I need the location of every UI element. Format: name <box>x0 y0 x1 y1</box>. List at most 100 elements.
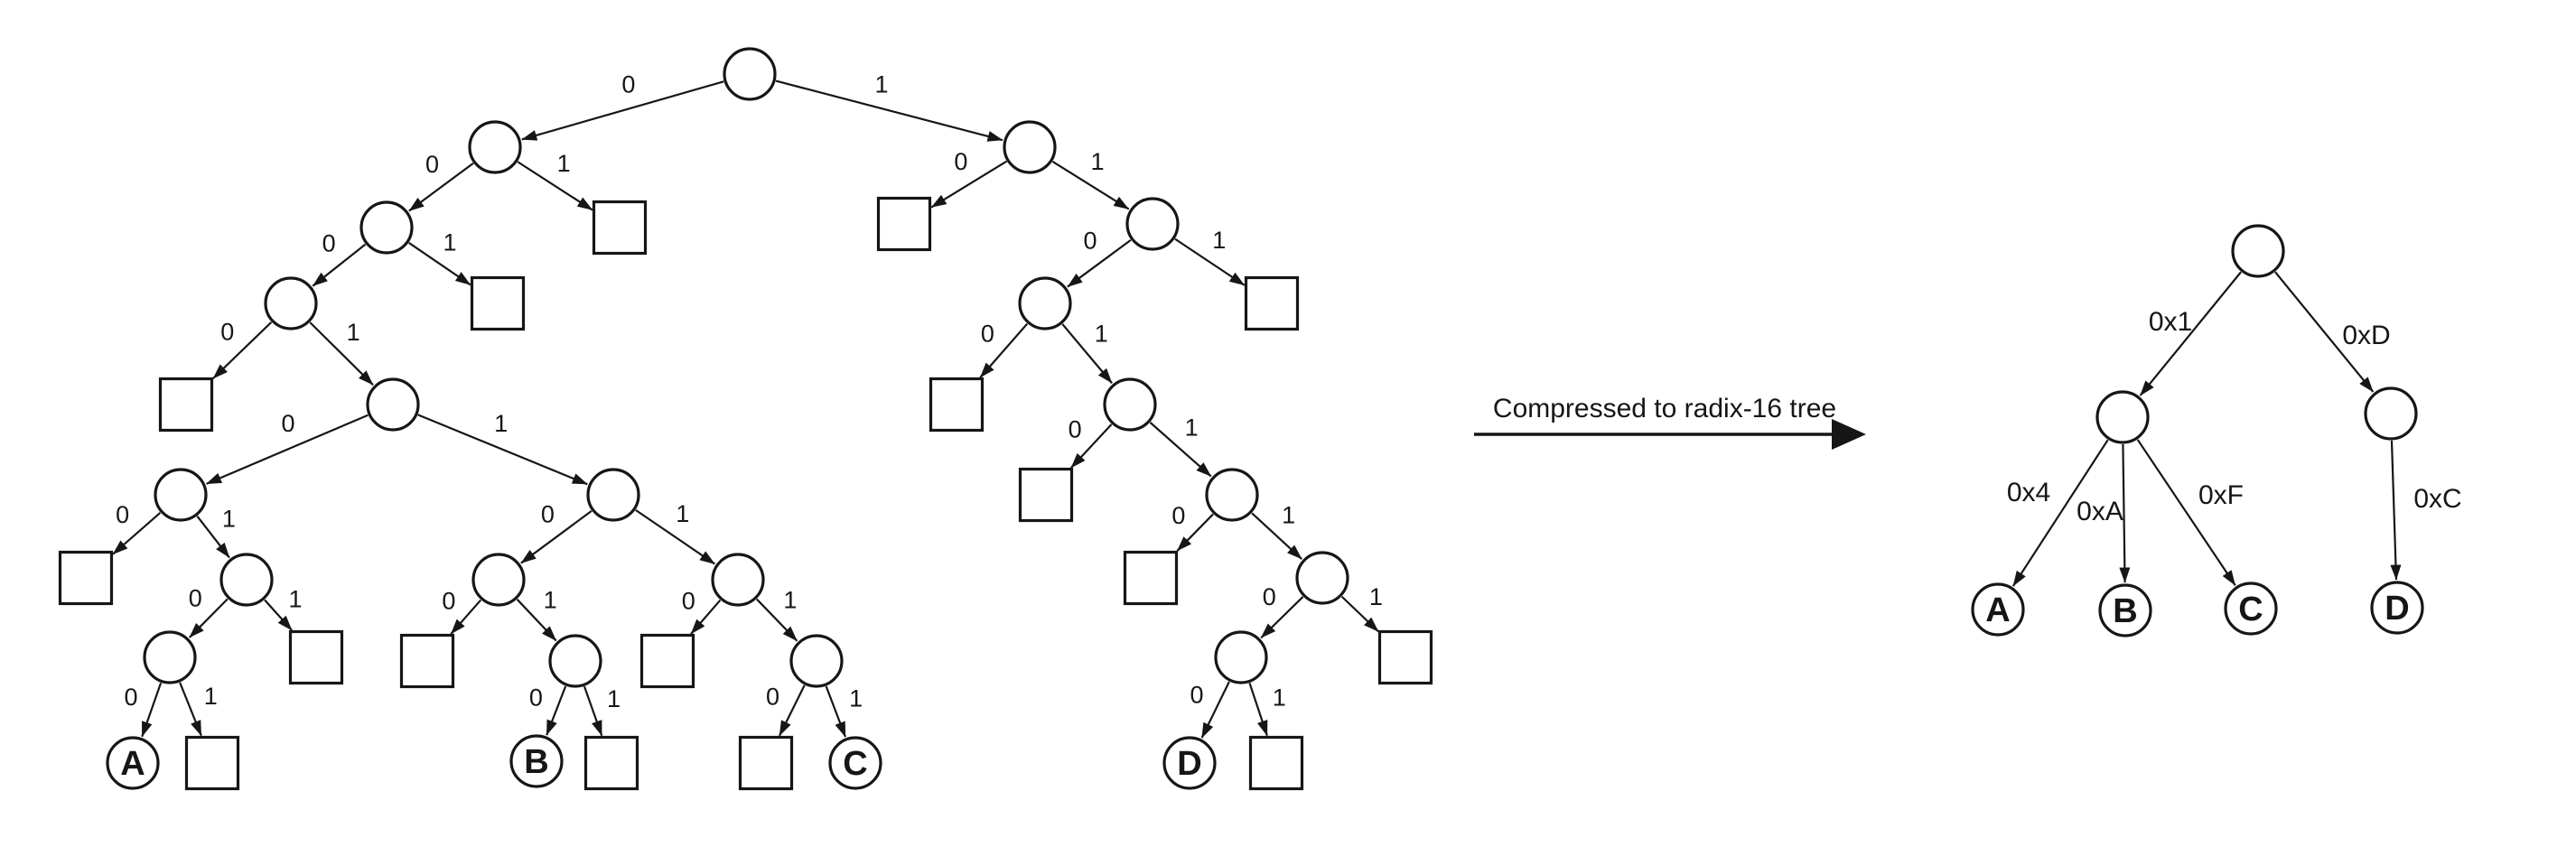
edge-label: 0x4 <box>2007 478 2050 507</box>
tree-edge <box>520 509 593 564</box>
edge-label: 0 <box>124 684 137 711</box>
empty-leaf-square <box>158 377 214 433</box>
tree-edge <box>979 322 1029 378</box>
internal-node <box>143 630 197 684</box>
tree-edge <box>2011 439 2109 587</box>
tree-edge <box>1149 422 1212 478</box>
internal-node <box>1295 551 1349 605</box>
tree-edge <box>417 414 588 486</box>
internal-node <box>1125 197 1180 251</box>
tree-edge <box>1340 595 1379 633</box>
edge-label: 0x1 <box>2149 307 2192 337</box>
tree-edge <box>583 685 603 737</box>
internal-node <box>471 553 526 607</box>
edge-label: 0 <box>529 684 543 712</box>
tree-edge <box>1051 160 1130 210</box>
edge-label: 0 <box>682 587 695 614</box>
edge-label: 0 <box>442 587 455 614</box>
leaf-letter-D: D <box>1177 745 1201 783</box>
tree-edge <box>450 599 482 635</box>
edge-label: 0xA <box>2077 497 2123 526</box>
edge-label: 1 <box>222 505 236 532</box>
tree-edge <box>546 685 567 736</box>
empty-leaf-square <box>288 629 344 685</box>
tree-edge <box>825 685 847 738</box>
leaf-letter-A: A <box>1985 591 2010 629</box>
leaf-node-B <box>2098 583 2152 638</box>
edge-label: 1 <box>676 500 689 527</box>
edge-label: 1 <box>544 587 557 614</box>
edge-label: 0xF <box>2198 480 2244 510</box>
tree-edge <box>516 599 557 642</box>
internal-node <box>2364 386 2418 441</box>
empty-leaf-square <box>1123 550 1179 606</box>
internal-node <box>548 634 602 688</box>
edge-label: 0 <box>282 410 295 437</box>
edge-label: 0 <box>425 151 439 178</box>
leaf-node-A <box>1971 582 2025 637</box>
tree-edge <box>930 160 1007 209</box>
leaf-letter-A: A <box>120 745 145 783</box>
tree-edge <box>264 599 293 631</box>
tree-edge <box>408 162 474 212</box>
empty-leaf-square <box>876 196 932 252</box>
transform-arrow-head <box>1832 419 1866 450</box>
empty-leaf-square <box>1377 629 1433 685</box>
internal-node <box>359 200 414 255</box>
tree-edge <box>141 682 163 738</box>
leaf-node-D <box>2370 581 2424 635</box>
edge-label: 1 <box>1185 414 1199 442</box>
internal-node <box>723 47 777 101</box>
internal-node <box>1214 630 1268 684</box>
tree-edge <box>1200 681 1230 739</box>
edge-label: 0xD <box>2342 321 2390 350</box>
tree-edge <box>517 161 593 211</box>
internal-node <box>2095 390 2150 444</box>
tree-edge <box>1061 323 1113 384</box>
leaf-letter-B: B <box>524 743 548 781</box>
tree-edge <box>1174 237 1246 286</box>
tree-edge <box>408 242 471 286</box>
internal-node <box>789 634 844 688</box>
edge-label: 0 <box>1190 681 1203 708</box>
edge-label: 0 <box>1069 415 1082 442</box>
tree-edge <box>112 511 162 555</box>
tree-edge <box>1248 683 1268 737</box>
leaf-letter-B: B <box>2113 592 2137 630</box>
tree-edge <box>2136 439 2236 586</box>
empty-leaf-square <box>738 735 794 791</box>
internal-node <box>2231 224 2285 278</box>
leaf-node-A <box>106 736 160 790</box>
edge-label: 1 <box>1273 684 1286 711</box>
tree-edge <box>2139 271 2242 396</box>
internal-node <box>711 553 765 607</box>
edge-label: 1 <box>1090 148 1104 175</box>
tree-edge <box>1251 512 1302 560</box>
edge-label: 1 <box>875 70 889 98</box>
tree-edge <box>2390 440 2402 581</box>
leaf-letter-D: D <box>2385 590 2409 628</box>
edge-label: 1 <box>607 685 621 712</box>
tree-edge <box>309 321 374 386</box>
empty-leaf-square <box>929 377 985 433</box>
empty-leaf-square <box>399 633 455 689</box>
empty-leaf-square <box>1244 275 1300 331</box>
empty-leaf-square <box>583 735 639 791</box>
empty-leaf-square <box>592 200 648 256</box>
internal-node <box>154 468 208 522</box>
internal-node <box>1018 276 1072 330</box>
tree-edge <box>756 598 798 642</box>
internal-node <box>1103 377 1157 432</box>
edge-label: 0 <box>1171 502 1185 529</box>
edge-label: 1 <box>443 228 456 256</box>
internal-node <box>1003 120 1057 174</box>
leaf-node-D <box>1162 736 1217 790</box>
edge-label: 0 <box>189 584 202 611</box>
compression-caption: Compressed to radix-16 tree <box>1493 394 1836 424</box>
edge-label: 0 <box>541 500 555 527</box>
edge-label: 0 <box>1263 583 1276 610</box>
edge-label: 0 <box>1083 228 1097 255</box>
